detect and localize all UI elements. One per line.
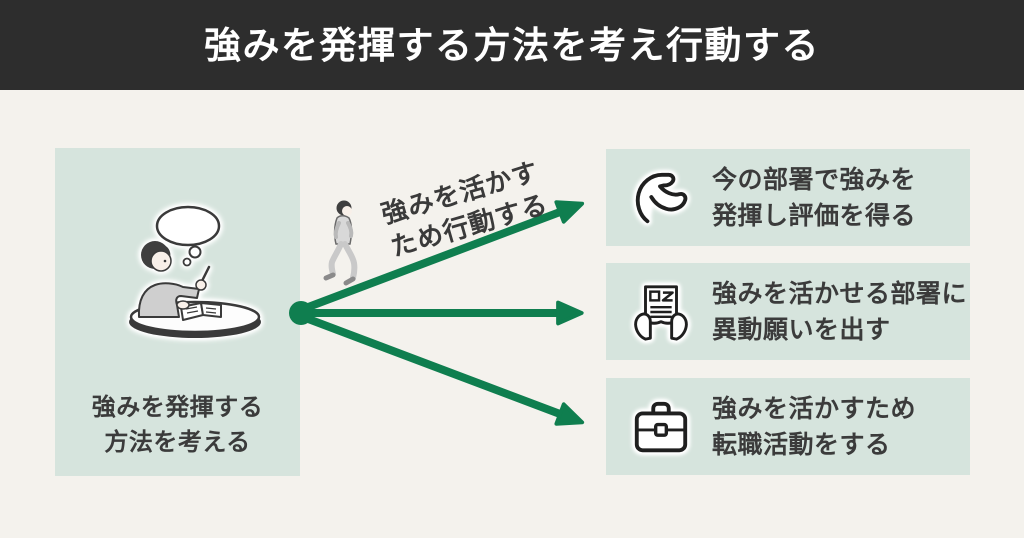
outcome-text: 強みを活かすため 転職活動をする — [712, 391, 916, 462]
outcome-box-transfer-request: 強みを活かせる部署に 異動願いを出す — [606, 263, 970, 360]
flexed-arm-icon — [635, 172, 688, 223]
outcome-text: 今の部署で強みを 発揮し評価を得る — [712, 162, 916, 233]
outcome-box-stay-department: 今の部署で強みを 発揮し評価を得る — [606, 149, 970, 246]
person-thinking-illustration — [129, 205, 261, 338]
arrow-to-outcome-3 — [299, 313, 585, 426]
outcome-line: 強みを活かすため — [712, 394, 917, 423]
caption-line: 方法を考える — [104, 427, 251, 456]
page-title: 強みを発揮する方法を考え行動する — [204, 23, 820, 67]
outcome-line: 異動願いを出す — [712, 314, 891, 344]
walker-face — [342, 206, 352, 216]
think-panel-caption: 強みを発揮する 方法を考える — [55, 390, 300, 460]
action-label: 強みを活かす ため行動する — [357, 149, 574, 272]
outcome-text: 強みを活かせる部署に 異動願いを出す — [712, 276, 967, 347]
outcome-line: 今の部署で強みを — [712, 165, 917, 194]
outcome-box-job-change: 強みを活かすため 転職活動をする — [606, 378, 970, 475]
outcome-line: 強みを活かせる部署に — [712, 279, 968, 308]
header-bar: 強みを発揮する方法を考え行動する — [0, 0, 1024, 90]
thought-bubble — [155, 205, 221, 247]
caption-line: 強みを発揮する — [91, 393, 264, 421]
person-body — [137, 282, 200, 318]
newspaper-hands-icon — [634, 284, 688, 341]
think-panel: 強みを発揮する 方法を考える — [55, 148, 300, 476]
briefcase-icon — [634, 401, 688, 452]
outcome-line: 転職活動をする — [712, 429, 891, 459]
face — [150, 250, 172, 272]
person-walking-illustration — [323, 200, 358, 286]
hand — [195, 279, 207, 291]
outcome-line: 発揮し評価を得る — [712, 200, 917, 230]
